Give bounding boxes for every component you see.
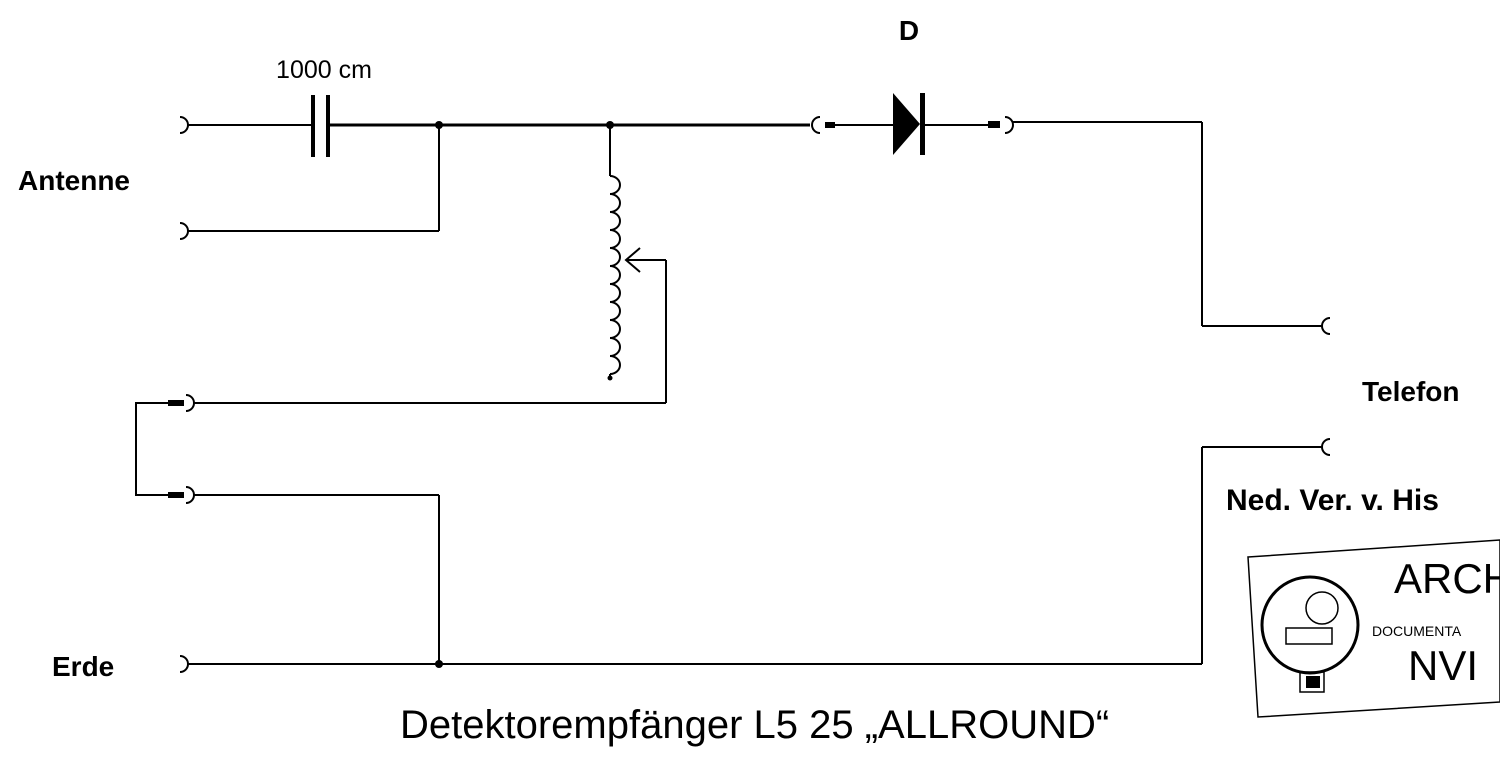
diode-bar: [920, 93, 925, 155]
stamp-emblem-base: [1299, 671, 1325, 693]
terminal-pin-diode-left: [825, 122, 835, 128]
stamp-emblem-device: [1285, 627, 1333, 645]
antenna-label: Antenne: [18, 165, 130, 196]
diode-triangle: [893, 93, 920, 155]
diagram-title: Detektorempfänger L5 25 „ALLROUND“: [400, 703, 1109, 747]
terminal-telephone-2: [1321, 438, 1331, 456]
stamp-archive-text: ARCH: [1394, 555, 1500, 602]
terminal-jumper-2: [185, 486, 195, 504]
stamp-emblem-bulb: [1305, 591, 1339, 625]
stamp-documentation-text: DOCUMENTA: [1372, 623, 1462, 639]
terminal-antenna-1: [179, 116, 189, 134]
terminal-pin-jumper-1: [168, 400, 184, 406]
junction-capacitor-node: [435, 121, 443, 129]
archive-stamp-border: [1247, 539, 1500, 718]
stamp-emblem-grid: [1306, 676, 1320, 688]
terminal-pin-diode-right: [988, 121, 1000, 128]
junction-coil-end: [607, 375, 613, 381]
capacitor-value-label: 1000 cm: [276, 56, 372, 84]
society-label: Ned. Ver. v. His: [1226, 484, 1439, 517]
terminal-telephone-1: [1321, 317, 1331, 335]
junction-coil-node: [606, 121, 614, 129]
stamp-abbreviation-text: NVI: [1408, 642, 1478, 689]
coil: [609, 175, 621, 375]
earth-label: Erde: [52, 651, 114, 682]
terminal-jumper-1: [185, 394, 195, 412]
terminal-antenna-2: [179, 222, 189, 240]
diode-label: D: [899, 15, 919, 46]
jumper-link: [135, 402, 184, 496]
terminal-diode-left: [811, 116, 821, 134]
telephone-label: Telefon: [1362, 376, 1459, 407]
terminal-diode-right: [1004, 116, 1014, 134]
stamp-emblem-ring: [1260, 575, 1360, 675]
terminal-pin-jumper-2: [168, 492, 184, 498]
junction-earth-node: [435, 660, 443, 668]
terminal-earth: [179, 655, 189, 673]
